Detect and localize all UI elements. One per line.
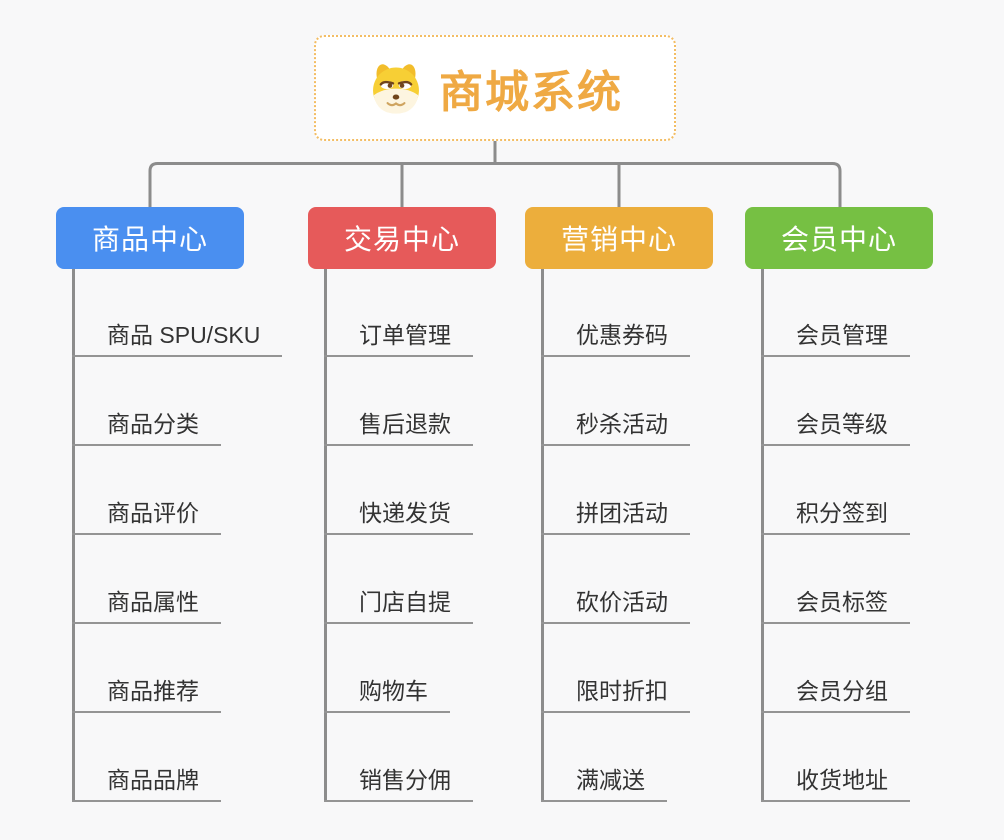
leaf-node[interactable]: 满减送 <box>541 760 667 802</box>
leaf-node[interactable]: 商品分类 <box>72 404 221 446</box>
leaf-node[interactable]: 会员管理 <box>761 315 910 357</box>
branch-label: 商品中心 <box>91 224 208 255</box>
branch-label: 营销中心 <box>560 224 677 255</box>
leaf-node[interactable]: 快递发货 <box>324 493 473 535</box>
leaf-node[interactable]: 会员标签 <box>761 582 910 624</box>
leaf-node[interactable]: 商品品牌 <box>72 760 221 802</box>
leaf-node[interactable]: 商品属性 <box>72 582 221 624</box>
branch-label: 交易中心 <box>343 224 460 255</box>
leaf-node[interactable]: 门店自提 <box>324 582 473 624</box>
branch-node-4[interactable]: 会员中心 <box>745 207 933 269</box>
leaf-node[interactable]: 会员等级 <box>761 404 910 446</box>
branch-trunk-line <box>72 269 75 802</box>
leaf-node[interactable]: 收货地址 <box>761 760 910 802</box>
branch-trunk-line <box>541 269 544 802</box>
leaf-node[interactable]: 优惠券码 <box>541 315 690 357</box>
leaf-node[interactable]: 秒杀活动 <box>541 404 690 446</box>
leaf-node[interactable]: 销售分佣 <box>324 760 473 802</box>
leaf-node[interactable]: 积分签到 <box>761 493 910 535</box>
branch-node-3[interactable]: 营销中心 <box>525 207 713 269</box>
branch-bus-line <box>148 162 842 207</box>
leaf-node[interactable]: 拼团活动 <box>541 493 690 535</box>
leaf-node[interactable]: 砍价活动 <box>541 582 690 624</box>
leaf-node[interactable]: 订单管理 <box>324 315 473 357</box>
leaf-node[interactable]: 商品推荐 <box>72 671 221 713</box>
leaf-node[interactable]: 会员分组 <box>761 671 910 713</box>
root-title: 商城系统 <box>439 68 623 117</box>
leaf-node[interactable]: 商品 SPU/SKU <box>72 315 283 357</box>
leaf-node[interactable]: 限时折扣 <box>541 671 690 713</box>
branch-trunk-line <box>761 269 764 802</box>
doge-icon <box>367 59 425 117</box>
leaf-node[interactable]: 购物车 <box>324 671 450 713</box>
leaf-node[interactable]: 售后退款 <box>324 404 473 446</box>
branch-label: 会员中心 <box>780 224 897 255</box>
branch-node-1[interactable]: 商品中心 <box>56 207 244 269</box>
root-node[interactable]: 商城系统 <box>314 35 676 141</box>
leaf-node[interactable]: 商品评价 <box>72 493 221 535</box>
branch-node-2[interactable]: 交易中心 <box>308 207 496 269</box>
branch-trunk-line <box>324 269 327 802</box>
